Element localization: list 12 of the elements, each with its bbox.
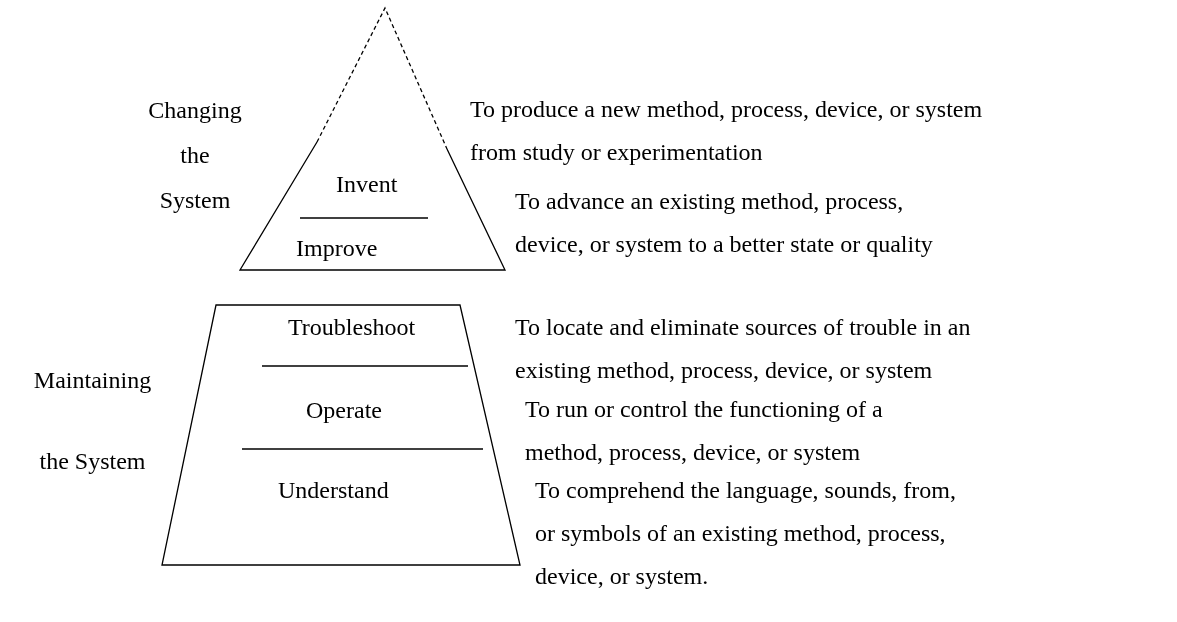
group-label: Maintaining the System [32,366,153,476]
definition-text: To produce a new method, process, device, or system from study or experimentation [470,95,984,167]
level-label: Invent [336,170,398,198]
definition-text: To comprehend the language, sounds, from, or symbols of an existing method, process, device, or system. [535,476,957,591]
level-label: Troubleshoot [288,313,416,341]
definition-text: To run or control the functioning of a method, process, device, or system [525,395,884,467]
definition-text: To advance an existing method, process, device, or system to a better state or quality [515,187,934,259]
level-label: Improve [296,234,378,262]
level-label: Operate [306,396,382,424]
definition-text: To locate and eliminate sources of trouble in an existing method, process, device, or system [515,313,972,385]
level-label: Understand [278,476,389,504]
group-label: Changing the System [147,96,243,215]
